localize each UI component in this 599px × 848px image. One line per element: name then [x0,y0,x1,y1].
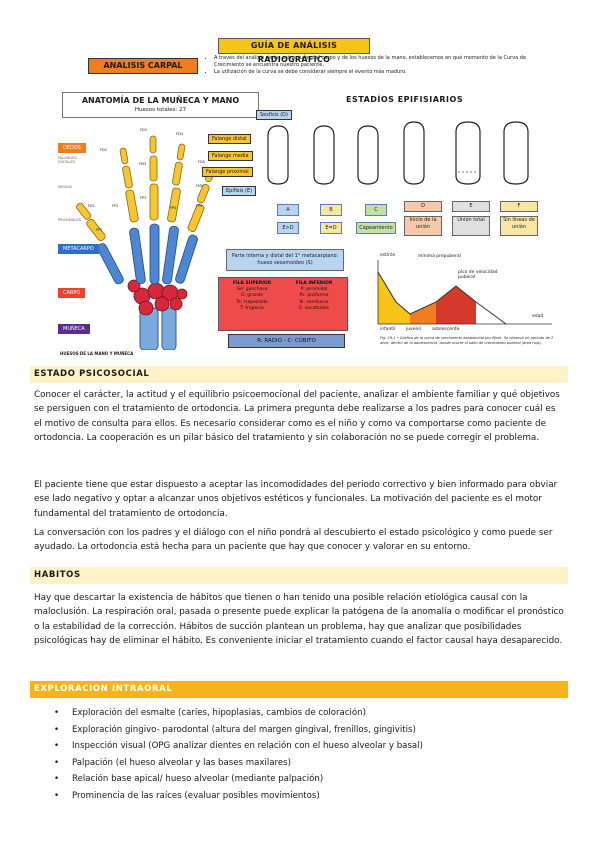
curve-label: adolescente [432,327,460,332]
fila-superior-col: FILA SUPERIOR Ge: ganchoso G: grande Te:… [221,281,283,312]
anatomy-title: ANATOMÍA DE LA MUÑECA Y MANO [81,96,240,105]
curve-label: infantil [380,327,396,332]
finger-code: FP3 [140,196,147,200]
finger-code: FP1 [96,228,103,232]
epi-stage-e-gt-d: E>D [277,222,299,234]
epiphysial-stages-illustration [267,121,529,185]
guide-title: GUÍA DE ANÁLISIS RADIOGRÁFICO [218,38,370,64]
fila-superior-item: Ge: ganchoso [236,287,268,293]
finger-code: FM3 [139,162,147,166]
curve-label: estirón [380,253,396,258]
epi-stage-letter-d: D [404,201,442,212]
carpal-title: ANALISIS CARPAL [88,58,198,74]
fila-superior-item: T: trapecio [240,305,264,311]
finger-code: FD4 [176,132,183,136]
finger-code: FD5 [198,160,205,164]
list-item: Inspección visual (OPG analizar dientes … [54,738,423,755]
phalanges [76,135,215,242]
finger-code: FP5 [196,204,203,208]
epi-stage-label-e: Unión total [452,216,490,236]
metacarpal-bones [97,223,198,285]
carpal-rows-table: FILA SUPERIOR Ge: ganchoso G: grande Te:… [218,277,348,331]
label-falange-distal: Falange distal [208,134,251,144]
epi-stage-e-eq-d: E=D [320,222,342,234]
label-muneca: MUÑECA [58,324,90,334]
fila-inferior-title: FILA INFERIOR [295,281,333,286]
label-carpo: CARPO [58,288,86,298]
list-item: Prominencia de las raíces (evaluar posib… [54,788,423,805]
hand-skeleton-illustration [76,135,215,350]
finger-code: FM5 [196,184,204,188]
finger-code: FD1 [88,204,95,208]
growth-curve-chart [377,260,552,325]
fila-superior-item: Te: trapezoide [236,299,268,305]
paragraph: El paciente tiene que estar dispuesto a … [34,480,558,519]
ulna-bone [161,307,177,350]
label-dedos: DEDOS [58,143,86,153]
label-sesfisis: Sesfisis (D) [256,110,292,120]
epi-stage-c: C [365,204,387,216]
guide-bullet: A través del análisis de las estructuras… [214,55,544,69]
curve-label: pico de velocidad puberal [458,270,498,280]
growth-area-infantile [378,272,410,324]
epi-stage-label-d: Inicio de la unión [404,216,442,236]
epi-stage-letter-e: E [452,201,490,212]
sesamoid-note: Parte interna y distal del 1° metacarpia… [226,249,344,271]
label-medias: MEDIAS [58,185,72,189]
epi-stage-letter-f: F [500,201,538,212]
radiographic-figure: GUÍA DE ANÁLISIS RADIOGRÁFICO ANALISIS C… [0,0,599,362]
list-item: Relación base apical/ hueso alveolar (me… [54,771,423,788]
finger-code: FD2 [100,148,107,152]
guide-bullets: A través del análisis de las estructuras… [206,55,544,76]
hand-caption: HUESOS DE LA MANO Y MUÑECA [60,351,134,356]
label-metacarpo: METACARPO [58,244,99,254]
section-heading-habitos: HABITOS [30,567,568,584]
growth-curve-line [377,271,507,325]
list-item: Exploración gingivo- parodontal (altura … [54,722,423,739]
curve-label: juvenil [406,327,421,332]
label-epifisis: Epífisis (E) [222,186,257,196]
paragraph: La conversación con los padres y el diál… [34,528,553,553]
section-heading-psicosocial: ESTADO PSICOSOCIAL [30,366,568,383]
label-falange-proximal: Falange proximal [202,167,253,177]
carpal-bones [127,279,188,316]
exploration-list: Exploración del esmalte (caries, hipopla… [54,705,423,804]
growth-area-juvenile [410,302,436,324]
curve-label: mínima prepuberal [418,254,461,259]
epi-stage-label-f: Sin líneas de unión [500,216,538,236]
label-falanges-distales: FALANGES DISTALES [58,156,77,164]
list-item: Exploración del esmalte (caries, hipopla… [54,705,423,722]
fila-inferior-col: FILA INFERIOR P: piramidal Ps: pisiforme… [283,281,345,312]
fila-inferior-item: E: escafoides [299,305,329,311]
fila-inferior-item: P: piramidal [300,287,328,293]
epi-stage-a: A [277,204,299,216]
fila-inferior-item: Ps: pisiforme [299,293,329,299]
section-heading-exploracion: EXPLORACION INTRAORAL [30,681,568,698]
list-item: Palpación (el hueso alveolar y las bases… [54,755,423,772]
epiphysial-title: ESTADÍOS EPIFISIARIOS [346,95,464,104]
paragraph: Conocer el carácter, la actitud y el equ… [34,390,560,444]
finger-code: FP4 [170,206,177,210]
finger-code: FP2 [112,204,119,208]
radius-ulna-label: R: RADIO - C: CÚBITO [228,334,345,348]
epi-stage-b: B [320,204,342,216]
fila-inferior-item: Sl: semilunar [299,299,329,305]
epi-stage-capping: Capeamiento [356,222,396,234]
paragraph: Hay que descartar la existencia de hábit… [34,593,564,647]
label-falange-media: Falange media [208,151,253,161]
curve-caption: Fig. 19.1 • Gráfica de la curva de creci… [380,336,554,345]
label-proximales: PROXIMALES [58,218,81,222]
guide-bullet: La utilización de la curva se debe consi… [214,69,544,76]
finger-code: FD3 [140,128,147,132]
fila-superior-title: FILA SUPERIOR [232,281,272,286]
growth-area-puberal [436,286,476,324]
curve-label: edad [532,314,544,319]
anatomy-title-box: ANATOMÍA DE LA MUÑECA Y MANO Huesos tota… [62,92,259,118]
fila-superior-item: G: grande [240,293,264,299]
anatomy-subtitle: Huesos totales: 27 [134,107,187,113]
